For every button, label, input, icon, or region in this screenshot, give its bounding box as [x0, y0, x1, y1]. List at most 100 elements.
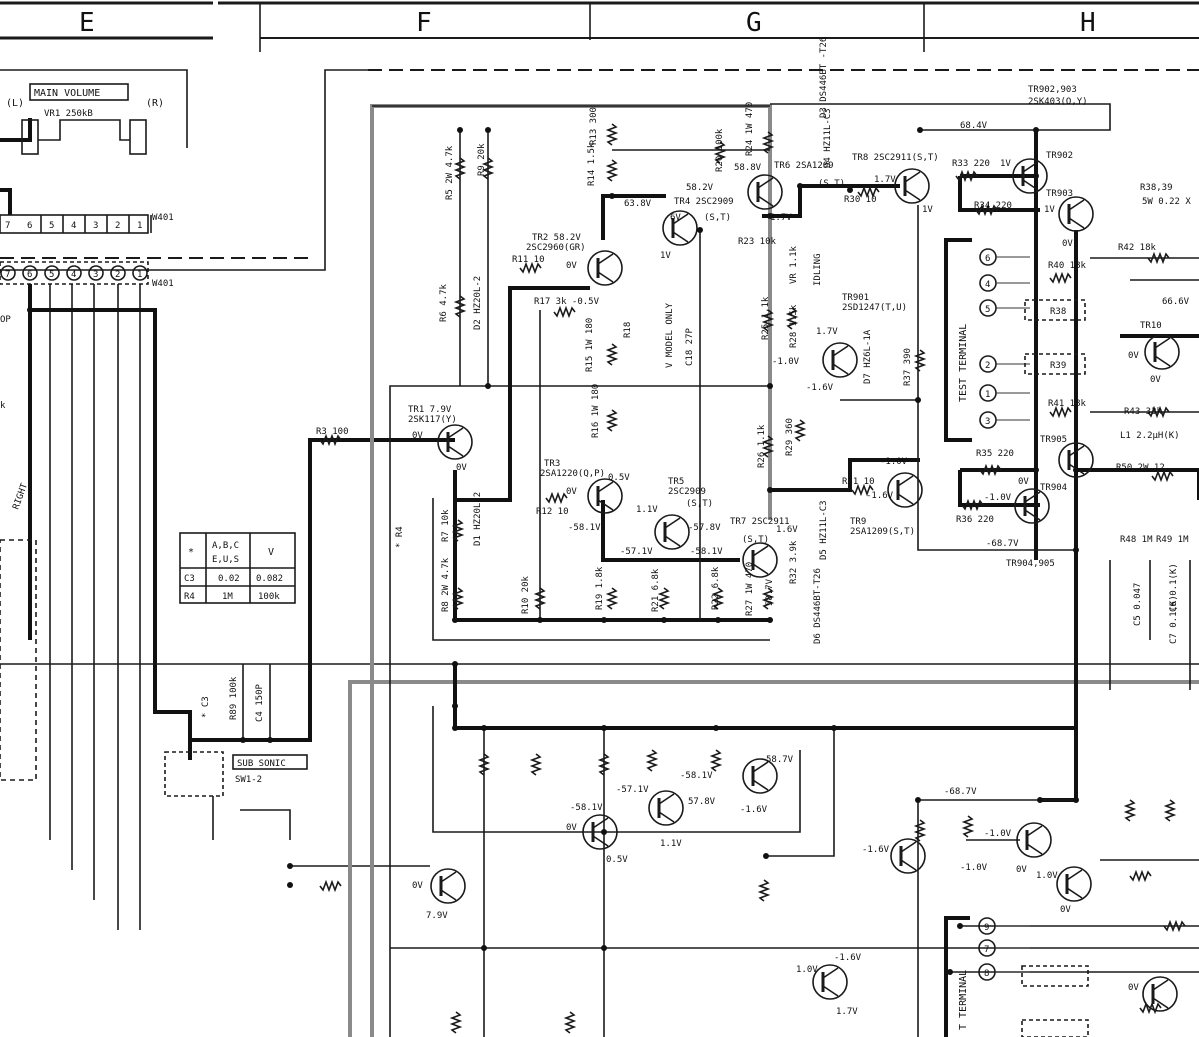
v587-label: 58.7V	[765, 578, 775, 606]
d3-label: D3 DS446BT -T26	[819, 37, 829, 118]
junction-dot	[240, 737, 246, 743]
resistor-symbol	[761, 435, 775, 458]
transistor-emitter	[1066, 887, 1083, 899]
transistor-collector	[664, 517, 681, 529]
transistor-collector	[757, 177, 774, 189]
junction-dot	[601, 617, 607, 623]
c6-label: C6 0.1(K)	[1169, 563, 1179, 612]
transistor-collector	[1068, 445, 1085, 457]
transistor-emitter	[597, 499, 614, 511]
resistor-symbol	[851, 483, 874, 497]
transistor-symbol	[894, 168, 930, 204]
r49-label: R49 1M	[1156, 535, 1189, 545]
resistor-symbol	[1139, 1001, 1162, 1015]
junction-dot	[601, 945, 607, 951]
connector-pin-circle	[88, 265, 104, 281]
transistor-symbol	[654, 514, 690, 550]
transistor-emitter	[1026, 843, 1043, 855]
v571-label: -57.1V	[620, 547, 653, 557]
tr7-label: TR7 2SC2911	[730, 517, 790, 527]
v6-label: 6V	[670, 213, 681, 223]
v10a-label: -1.0V	[772, 357, 800, 367]
transistor-emitter	[658, 811, 675, 823]
connector-pin-circle	[44, 265, 60, 281]
v582-label: 58.2V	[686, 183, 714, 193]
v16b-label: 1.6V	[776, 525, 798, 535]
table-header-models: A,B,C	[212, 541, 239, 551]
junction-dot	[457, 127, 463, 133]
transistor-collector	[1022, 161, 1039, 173]
junction-dot	[715, 617, 721, 623]
tr3-type-label: 2SA1220(Q,P)	[540, 469, 605, 479]
junction-dot	[537, 617, 543, 623]
transistor-emitter	[664, 535, 681, 547]
v687-label: -68.7V	[986, 539, 1019, 549]
transistor-collector	[592, 817, 609, 829]
junction-dot	[847, 187, 853, 193]
tr2-type-label: 2SC2960(GR)	[526, 243, 586, 253]
connector-pin-label: 7	[5, 221, 10, 231]
resistor-symbol	[1049, 405, 1072, 419]
tr903-name: TR903	[1046, 189, 1073, 199]
table-header-v: V	[268, 547, 274, 558]
resistor-symbol	[453, 157, 467, 180]
r27-label: R27 1W 470	[745, 562, 755, 616]
ov2-label: 0V	[1062, 239, 1073, 249]
table-cell: 100k	[258, 592, 280, 602]
v666-label: 66.6V	[1162, 297, 1190, 307]
option-table: * A,B,C E,U,S V C3 0.02 0.082 R4 1M 100k	[179, 532, 296, 604]
v1b-label: 1V	[922, 205, 933, 215]
tr904-label: TR904	[1040, 483, 1067, 493]
lower-v10-label: -1.0V	[984, 829, 1012, 839]
r39-label: R39	[1050, 361, 1066, 371]
tr8-label: TR8 2SC2911(S,T)	[852, 153, 939, 163]
transistor-collector	[1024, 491, 1041, 503]
model-only-label: V MODEL ONLY	[665, 302, 675, 368]
connector-pin-circle	[0, 265, 16, 281]
transistor-emitter	[592, 835, 609, 847]
tr901-label: TR901	[842, 293, 869, 303]
junction-dot	[767, 617, 773, 623]
r25-label: R25 1.1k	[761, 296, 771, 340]
junction-dot	[1073, 797, 1079, 803]
tr3-label: TR3	[544, 459, 560, 469]
resistor-symbol	[979, 463, 1002, 477]
junction-dot	[267, 737, 273, 743]
r31-label: R31 10	[842, 477, 875, 487]
junction-dot	[767, 383, 773, 389]
test-terminal-lower: T TERMINAL 978	[944, 916, 1089, 1037]
r3839-spec-label: 5W 0.22 X	[1142, 197, 1191, 207]
resistor-symbol	[713, 141, 727, 164]
ov5-label: 0V	[412, 431, 423, 441]
transistor-emitter	[904, 189, 921, 201]
lower-v587-label: 58.7V	[766, 755, 794, 765]
connector-pin-label: 2	[115, 270, 120, 280]
v1a-label: 1V	[660, 251, 671, 261]
resistor-symbol	[1163, 919, 1186, 933]
transistor-emitter	[757, 195, 774, 207]
transistor-collector	[597, 253, 614, 265]
tr9-label: TR9	[850, 517, 866, 527]
tr904-905-label: TR904,905	[1006, 559, 1055, 569]
lower-v16b-label: -1.6V	[862, 845, 890, 855]
resistor-symbol	[761, 587, 775, 610]
tr902-type-label: 2SK403(O,Y)	[1028, 97, 1088, 107]
r30-label: R30 10	[844, 195, 877, 205]
junction-dot	[767, 213, 773, 219]
r18-label: R18	[623, 322, 633, 338]
r23-label: R23 10k	[738, 237, 777, 247]
resistor-symbol	[1123, 799, 1137, 822]
test-pin-label: 3	[985, 417, 990, 427]
transistor-collector	[1152, 979, 1169, 991]
v16c-label: -1.6V	[866, 491, 894, 501]
transistor-symbol	[662, 210, 698, 246]
transistor-emitter	[897, 493, 914, 505]
vr1-label: VR1 250kB	[44, 109, 93, 119]
r12-label: R12 10	[536, 507, 569, 517]
l1-label: L1 2.2μH(K)	[1120, 431, 1180, 441]
r13-label: R13 300	[589, 107, 599, 145]
connector-pin-circle	[66, 265, 82, 281]
connector-pin-label: 1	[137, 270, 142, 280]
idling-label: IDLING	[813, 253, 823, 286]
resistor-symbol	[657, 587, 671, 610]
